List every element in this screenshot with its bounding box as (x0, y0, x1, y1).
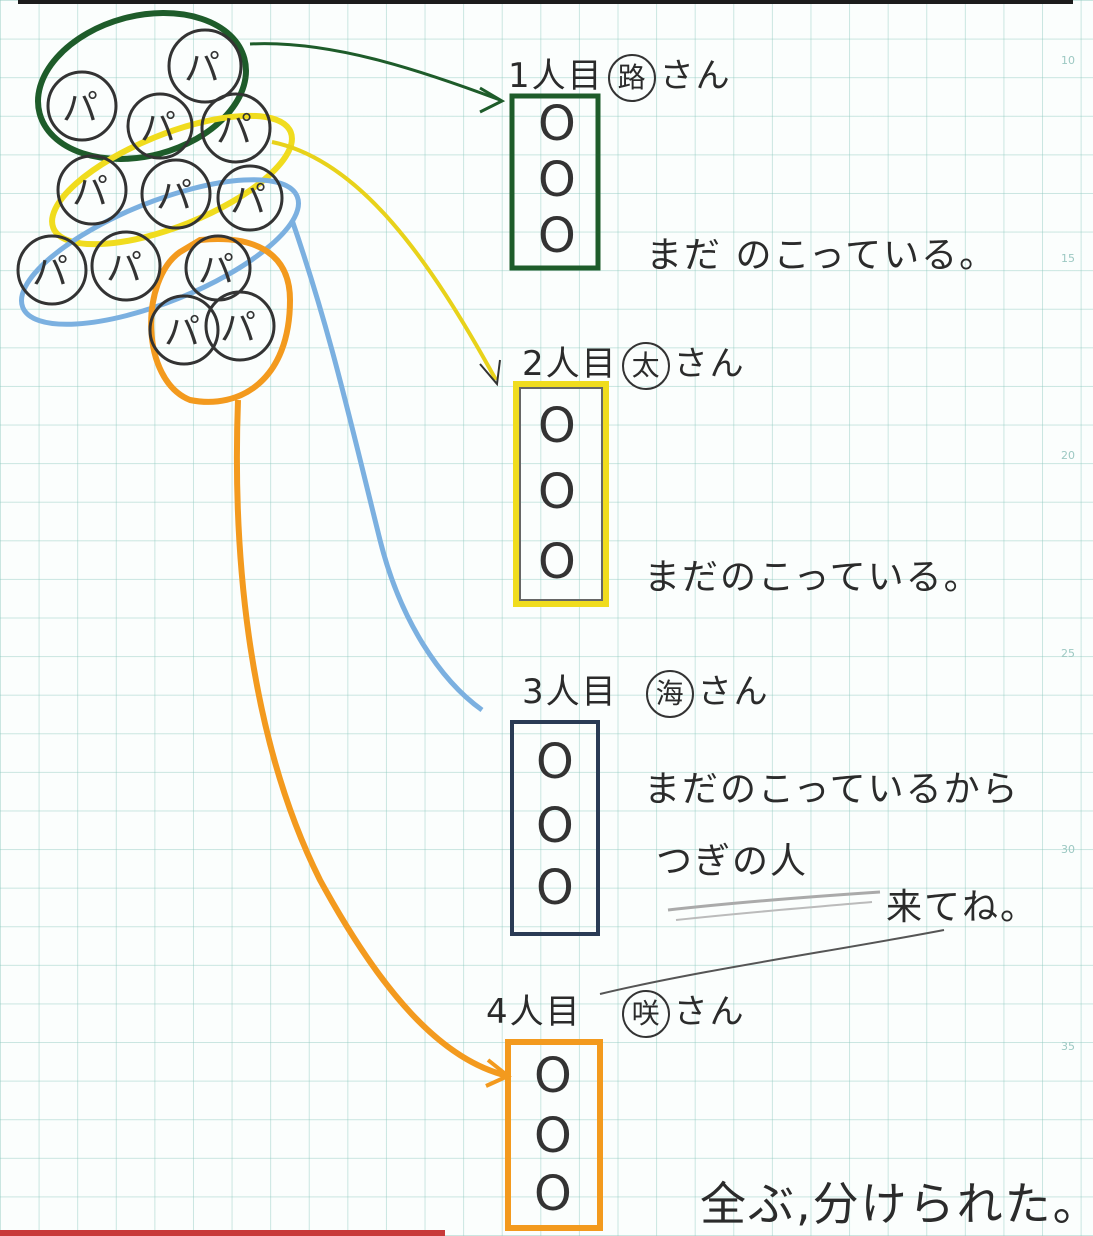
person-2-ordinal: 2人目 (522, 344, 618, 384)
person-3-ordinal: 3人目 (522, 672, 618, 712)
top-rule (18, 0, 1073, 4)
svg-text:パ: パ (184, 48, 220, 89)
person-3-suffix: さん (697, 672, 770, 712)
person-3-label: 3人目海さん (522, 664, 770, 718)
box-person-2: O O O (513, 381, 609, 607)
note-person-1: まだ のこっている。 (646, 235, 998, 276)
note-person-3-line-3: 来てね。 (886, 887, 1039, 928)
yellow-arrowhead (479, 359, 501, 387)
green-arrowhead (479, 86, 506, 114)
svg-text:O: O (538, 398, 576, 454)
person-1-label: 1人目路さん (508, 48, 732, 102)
person-1-suffix: さん (659, 56, 732, 96)
note-person-2: まだのこっている。 (644, 557, 982, 598)
person-4-ordinal: 4人目 (486, 992, 582, 1032)
svg-text:パ: パ (32, 252, 68, 293)
svg-text:O: O (538, 96, 576, 152)
svg-text:O: O (538, 208, 576, 264)
bread-9: パ (90, 230, 162, 302)
svg-text:パ: パ (72, 172, 108, 213)
blue-arrow (289, 219, 484, 713)
pencil-strike (667, 890, 881, 912)
person-4-suffix: さん (673, 992, 746, 1032)
svg-text:O: O (538, 464, 576, 520)
bread-7: パ (216, 164, 284, 232)
person-3-name-circle: 海 (645, 669, 694, 718)
svg-text:パ: パ (62, 88, 98, 129)
svg-text:O: O (538, 152, 576, 208)
pencil-line (599, 929, 945, 995)
person-2-suffix: さん (673, 344, 746, 384)
person-4-label: 4人目咲さん (486, 984, 746, 1038)
note-person-3-line-2: つぎの人 (656, 841, 809, 882)
bottom-edge-strip (0, 1230, 445, 1236)
note-person-3-line-1: まだのこっているから (644, 769, 1020, 810)
svg-text:O: O (538, 534, 576, 590)
svg-text:パ: パ (156, 176, 192, 217)
bread-12: パ (204, 290, 276, 362)
svg-text:パ: パ (230, 180, 266, 221)
bread-4: パ (200, 92, 272, 164)
box-person-1: O O O (509, 93, 601, 271)
margin-number-15: 15 (1061, 252, 1075, 265)
bread-11: パ (148, 294, 220, 366)
svg-text:O: O (534, 1166, 572, 1222)
green-arrow (249, 42, 501, 102)
person-4-name-circle: 咲 (621, 989, 670, 1038)
svg-text:パ: パ (198, 250, 234, 291)
svg-text:O: O (536, 798, 574, 854)
svg-text:パ: パ (164, 312, 200, 353)
person-1-ordinal: 1人目 (508, 56, 604, 96)
bread-circles: パ パ パ パ パ パ パ パ パ パ パ パ (16, 28, 284, 366)
person-2-name-circle: 太 (621, 341, 670, 390)
bread-5: パ (56, 154, 128, 226)
bread-8: パ (16, 234, 88, 306)
svg-text:パ: パ (220, 308, 256, 349)
blue-group-outline (19, 177, 301, 327)
margin-number-25: 25 (1061, 647, 1075, 660)
person-1-name-circle: 路 (607, 53, 656, 102)
box-person-4: O O O (505, 1039, 603, 1231)
pencil-strike-2 (675, 901, 873, 921)
margin-number-35: 35 (1061, 1040, 1075, 1053)
svg-text:パ: パ (106, 248, 142, 289)
bread-2: パ (46, 70, 118, 142)
yellow-group-outline (49, 112, 295, 248)
svg-text:O: O (534, 1108, 572, 1164)
svg-text:O: O (534, 1048, 572, 1104)
margin-number-10: 10 (1061, 54, 1075, 67)
green-group-outline (35, 10, 249, 162)
bread-1: パ (167, 28, 243, 104)
svg-text:O: O (536, 860, 574, 916)
yellow-arrow (271, 140, 498, 381)
person-2-label: 2人目太さん (522, 336, 746, 390)
svg-text:パ: パ (140, 108, 176, 149)
margin-number-20: 20 (1061, 449, 1075, 462)
conclusion-text: 全ぶ,分けられた。 (700, 1177, 1093, 1231)
bread-6: パ (140, 158, 212, 230)
orange-arrow (233, 399, 509, 1079)
box-person-3: O O O (510, 720, 600, 936)
svg-text:パ: パ (216, 110, 252, 151)
margin-number-30: 30 (1061, 843, 1075, 856)
svg-text:O: O (536, 734, 574, 790)
bread-3: パ (126, 92, 194, 160)
